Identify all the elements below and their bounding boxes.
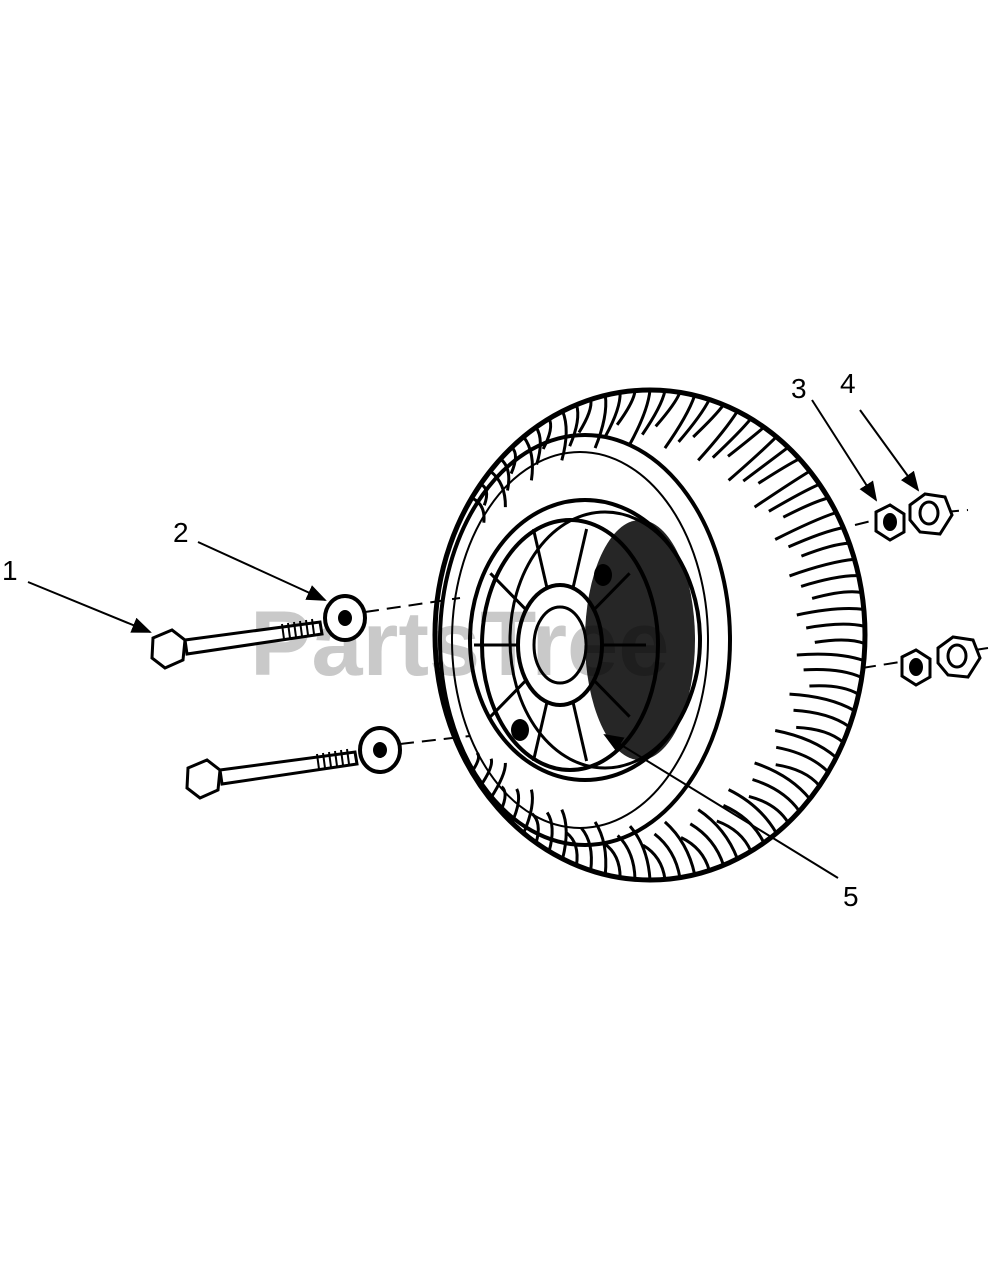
tire [432,387,868,883]
callout-3: 3 [791,373,807,404]
bolt-upper [150,618,324,670]
callout-1: 1 [2,555,18,586]
wheel-rim [468,498,702,782]
callout-4: 4 [840,368,856,399]
nut-upper [908,492,954,536]
callout-2: 2 [173,517,189,548]
callout-leaders [27,399,920,879]
lock-washer-upper [874,503,906,542]
washer-lower [358,726,402,774]
bolt-lower [185,748,359,800]
lock-washer-lower [900,648,932,687]
nut-lower [936,635,982,679]
washer-upper [323,594,367,642]
callout-5: 5 [843,881,859,912]
